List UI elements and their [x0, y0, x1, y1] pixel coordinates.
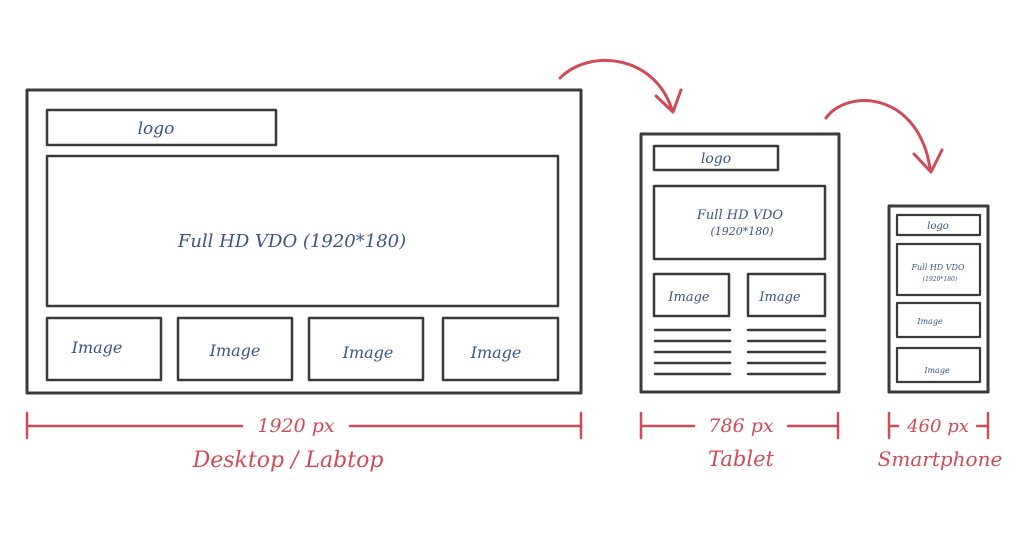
desktop-image-label-2: Image: [209, 341, 261, 360]
smartphone-image-box-2: [895, 346, 982, 384]
desktop-image-box-1: [45, 316, 163, 382]
desktop-width-label: 1920 px: [257, 415, 335, 437]
desktop-image-label-4: Image: [470, 343, 522, 362]
smartphone-image-label-1: Image: [916, 317, 943, 326]
desktop-image-label-1: Image: [71, 338, 123, 357]
arrow-head-2: [912, 148, 944, 174]
smartphone-image-box-1: [895, 301, 982, 339]
desktop-video-box: [45, 154, 560, 308]
tablet-device-label: Tablet: [708, 447, 774, 471]
smartphone-video-box: [895, 242, 982, 297]
arrow-desktop-to-tablet: [558, 58, 683, 114]
tablet-video-label-2: (1920*180): [710, 225, 773, 238]
smartphone-dimension: 460 px Smartphone: [878, 411, 1003, 471]
tablet-video-box: [652, 184, 827, 261]
arrow-curve-1: [558, 58, 674, 112]
desktop-device-label: Desktop / Labtop: [192, 448, 384, 473]
smartphone-video-label-1: Full HD VDO: [910, 263, 964, 272]
tablet-image-box-1: [652, 272, 731, 318]
tablet-frame: [639, 132, 841, 394]
tablet-image-label-2: Image: [758, 290, 801, 305]
smartphone-logo-label: logo: [927, 221, 949, 232]
tablet-logo-label: logo: [701, 151, 731, 167]
desktop-dimension: 1920 px Desktop / Labtop: [25, 411, 583, 473]
desktop-video-label: Full HD VDO (1920*180): [177, 231, 406, 252]
arrow-curve-2: [824, 99, 932, 170]
smartphone-image-label-2: Image: [923, 366, 950, 375]
desktop-logo-label: logo: [138, 119, 175, 139]
smartphone-wireframe: logo Full HD VDO (1920*180) Image Image: [887, 204, 990, 394]
desktop-image-box-4: [441, 316, 560, 382]
arrow-tablet-to-smartphone: [824, 99, 944, 174]
tablet-image-label-1: Image: [667, 290, 710, 305]
desktop-image-box-3: [307, 316, 425, 382]
smartphone-device-label: Smartphone: [878, 447, 1003, 471]
arrow-head-1: [654, 88, 683, 114]
desktop-wireframe: logo Full HD VDO (1920*180) Image Image …: [25, 88, 583, 395]
tablet-width-label: 786 px: [708, 415, 773, 437]
tablet-image-box-2: [746, 272, 827, 318]
smartphone-video-label-2: (1920*180): [923, 276, 958, 283]
tablet-video-label-1: Full HD VDO: [696, 208, 784, 223]
desktop-image-box-2: [176, 316, 294, 382]
smartphone-logo-box: [895, 213, 982, 237]
desktop-image-label-3: Image: [342, 343, 394, 362]
smartphone-width-label: 460 px: [906, 416, 969, 437]
tablet-wireframe: logo Full HD VDO (1920*180) Image Image: [639, 132, 841, 394]
tablet-logo-box: [652, 144, 780, 172]
tablet-dimension: 786 px Tablet: [639, 411, 840, 471]
desktop-logo-box: [45, 108, 278, 147]
